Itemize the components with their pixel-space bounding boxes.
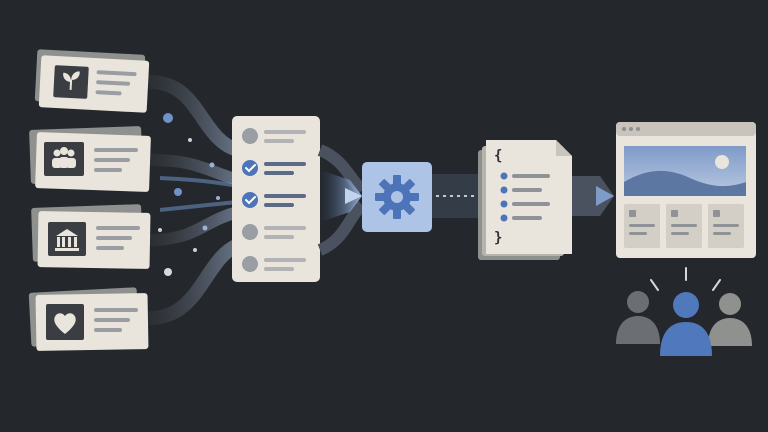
unchecked-circle-icon <box>242 224 258 240</box>
attention-rays <box>650 267 721 291</box>
people-icon <box>616 291 752 356</box>
doc-field-row <box>500 172 550 180</box>
source-cards <box>28 49 151 351</box>
source-card-3 <box>31 204 151 269</box>
person-left <box>616 291 660 344</box>
person-center <box>660 292 712 356</box>
checklist-item <box>242 160 306 176</box>
person-right <box>708 293 752 346</box>
checklist-card <box>232 116 320 282</box>
checklist-item <box>242 192 306 208</box>
content-card <box>708 204 744 248</box>
checkmark-icon <box>242 192 258 208</box>
unchecked-circle-icon <box>242 256 258 272</box>
gear-icon <box>375 175 419 219</box>
source-card-2 <box>29 126 151 192</box>
doc-to-window-arrow <box>572 176 614 216</box>
checklist-item <box>242 256 306 272</box>
structured-document: { } <box>478 140 572 260</box>
output-window <box>616 122 756 258</box>
flow-particles <box>158 113 220 276</box>
heart-icon <box>54 313 76 334</box>
source-flows <box>143 75 245 325</box>
checklist-item <box>242 224 306 240</box>
checkmark-icon <box>242 160 258 176</box>
processor-box <box>362 162 432 232</box>
leaf-icon <box>63 71 80 91</box>
source-card-1 <box>34 49 150 113</box>
landscape-image-icon <box>624 146 746 196</box>
doc-field-row <box>500 186 542 194</box>
doc-field-row <box>500 214 542 222</box>
audience <box>616 267 752 356</box>
open-brace: { <box>494 148 502 164</box>
content-card <box>666 204 702 248</box>
checklist-item <box>242 128 306 144</box>
close-brace: } <box>494 230 502 246</box>
source-card-4 <box>28 287 149 351</box>
content-card <box>624 204 660 248</box>
bank-building-icon <box>55 229 79 251</box>
people-group-icon <box>52 147 76 168</box>
doc-field-row <box>500 200 550 208</box>
checklist-to-gear-flow <box>317 144 367 256</box>
unchecked-circle-icon <box>242 128 258 144</box>
